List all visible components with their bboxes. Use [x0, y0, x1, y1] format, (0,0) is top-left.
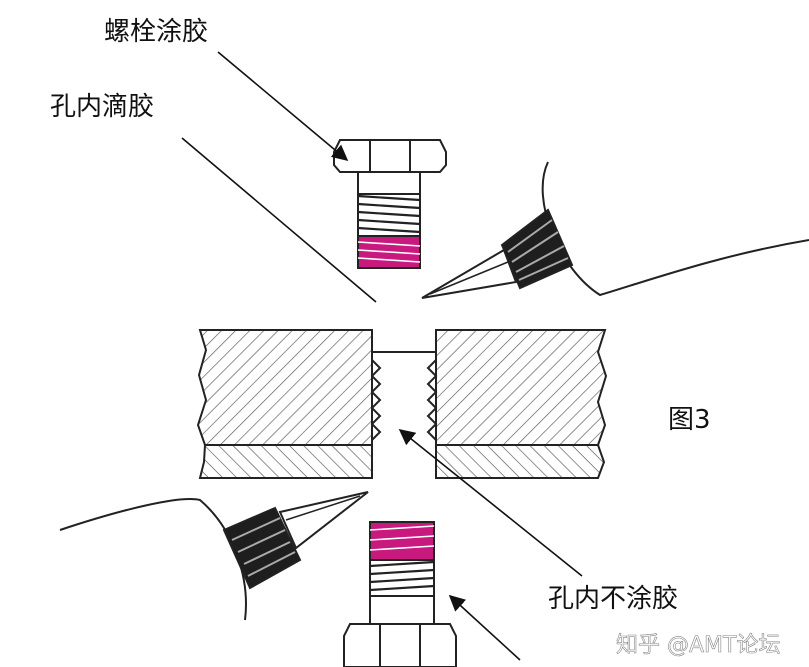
watermark: 知乎 @AMT论坛 [616, 633, 780, 658]
bolt-head-hex [343, 623, 457, 667]
bottle-cap-ribbed [222, 506, 302, 590]
bolt-thread-dry [357, 194, 421, 236]
bolt-thread-glued [357, 235, 421, 269]
bottle-body [541, 161, 809, 297]
bolt-head-hex [333, 139, 447, 173]
label-figure-number: 图3 [668, 405, 711, 435]
bolt-thread-glued [369, 521, 435, 561]
bolt-thread-dry [369, 560, 435, 596]
bolt-shank [357, 171, 421, 195]
bottle-cap-ribbed [500, 208, 574, 290]
leader-hole-drop [181, 137, 377, 303]
label-hole-drop: 孔内滴胶 [50, 92, 154, 122]
top-bolt [333, 139, 447, 269]
top-glue-bottle [421, 161, 809, 299]
workpiece-plate [196, 329, 608, 479]
bottle-body [59, 498, 247, 621]
bottom-glue-bottle [59, 491, 369, 621]
leader-bolt-coating [217, 51, 349, 162]
bottle-nozzle [278, 491, 369, 550]
label-hole-no-coating: 孔内不涂胶 [548, 584, 678, 614]
label-bolt-coating: 螺栓涂胶 [104, 17, 208, 47]
bottom-bolt [343, 521, 457, 667]
leader-bottom-bolt [448, 594, 521, 661]
bolt-shank [369, 595, 435, 625]
leader-lines [181, 51, 583, 661]
leader-hole-no-coating [398, 428, 583, 577]
bottle-nozzle [421, 248, 518, 299]
